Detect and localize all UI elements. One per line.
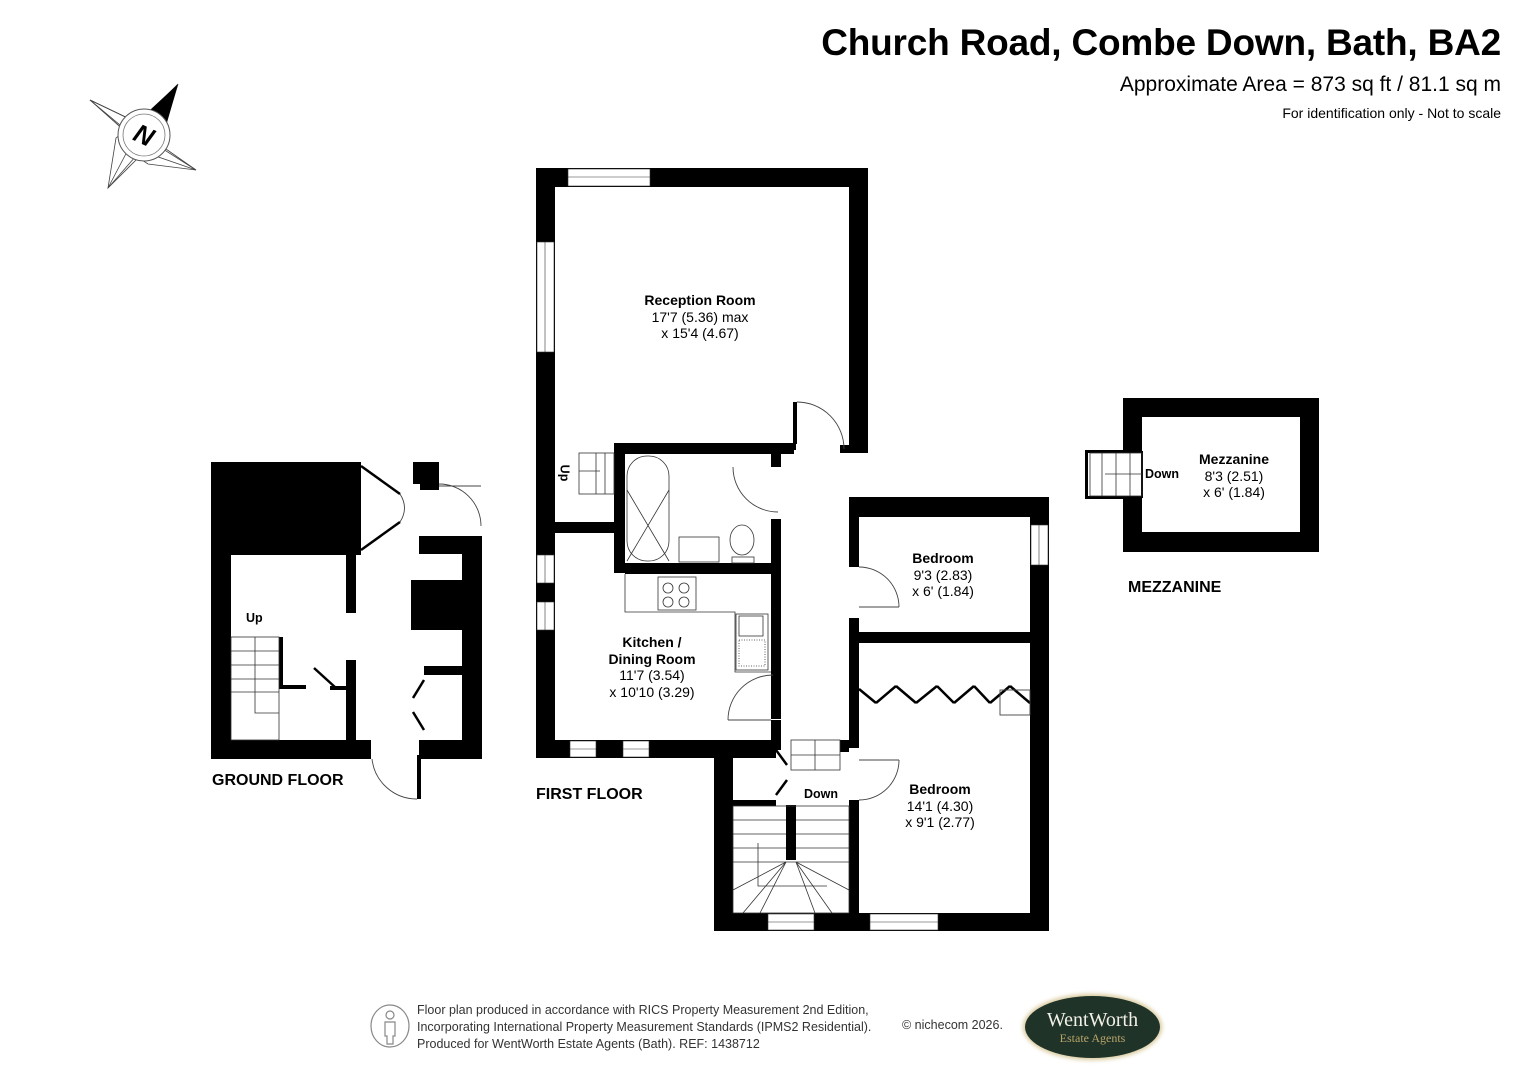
room-dim-2: x 15'4 (4.67) [661,325,739,341]
first-floor-label: FIRST FLOOR [536,786,643,803]
footer-text: Floor plan produced in accordance with R… [417,1002,871,1053]
room-label-reception: Reception Room 17'7 (5.36) max x 15'4 (4… [644,292,755,342]
footer-line-2: Incorporating International Property Mea… [417,1020,872,1034]
room-label-bedroom-small: Bedroom 9'3 (2.83) x 6' (1.84) [912,550,974,600]
room-dim-2: x 10'10 (3.29) [609,683,695,700]
property-title: Church Road, Combe Down, Bath, BA2 [821,22,1501,63]
room-dim-2: x 6' (1.84) [1203,484,1265,500]
room-name: Kitchen / [622,634,682,650]
footer-line-1: Floor plan produced in accordance with R… [417,1003,869,1017]
mezzanine-stairs-down-label: Down [1145,467,1180,481]
copyright: © nichecom 2026. [902,1018,1003,1032]
room-dim-1: 9'3 (2.83) [913,566,973,583]
room-dim-1: 8'3 (2.51) [1204,467,1264,484]
room-label-kitchen: Kitchen / Dining Room 11'7 (3.54) x 10'1… [608,634,695,700]
room-dim-2: x 6' (1.84) [912,583,974,599]
first-floor-walls [536,168,1049,931]
disclaimer: For identification only - Not to scale [1282,105,1501,121]
ground-floor-label: GROUND FLOOR [212,772,344,789]
room-dim-1: 17'7 (5.36) max [651,308,749,325]
room-dim-1: 11'7 (3.54) [619,667,685,683]
room-name: Reception Room [644,292,756,308]
first-stairs-down-label: Down [804,787,839,801]
ipms-person-icon [370,1004,410,1048]
ground-floor-walls [211,462,482,799]
room-label-mezzanine: Mezzanine 8'3 (2.51) x 6' (1.84) [1199,451,1269,501]
room-dim-1: 14'1 (4.30) [906,797,974,814]
mezzanine-walls [1085,398,1319,552]
ground-stairs-up-label: Up [246,611,263,625]
room-name: Mezzanine [1198,451,1270,467]
first-stairs-up-label: Up [557,464,572,482]
room-name-line2: Dining Room [608,650,696,667]
room-dim-2: x 9'1 (2.77) [905,814,975,830]
mezzanine-label: MEZZANINE [1128,579,1222,596]
logo-line-2: Estate Agents [1059,1030,1126,1045]
wentworth-logo: WentWorth Estate Agents [1025,996,1160,1058]
logo-line-1: WentWorth [1046,1008,1139,1031]
room-name: Bedroom [912,550,974,566]
north-compass-icon: N [89,83,197,190]
approximate-area: Approximate Area = 873 sq ft / 81.1 sq m [1119,73,1501,96]
footer-line-3: Produced for WentWorth Estate Agents (Ba… [417,1037,760,1051]
room-label-bedroom-large: Bedroom 14'1 (4.30) x 9'1 (2.77) [905,781,975,831]
room-name: Bedroom [909,781,971,797]
